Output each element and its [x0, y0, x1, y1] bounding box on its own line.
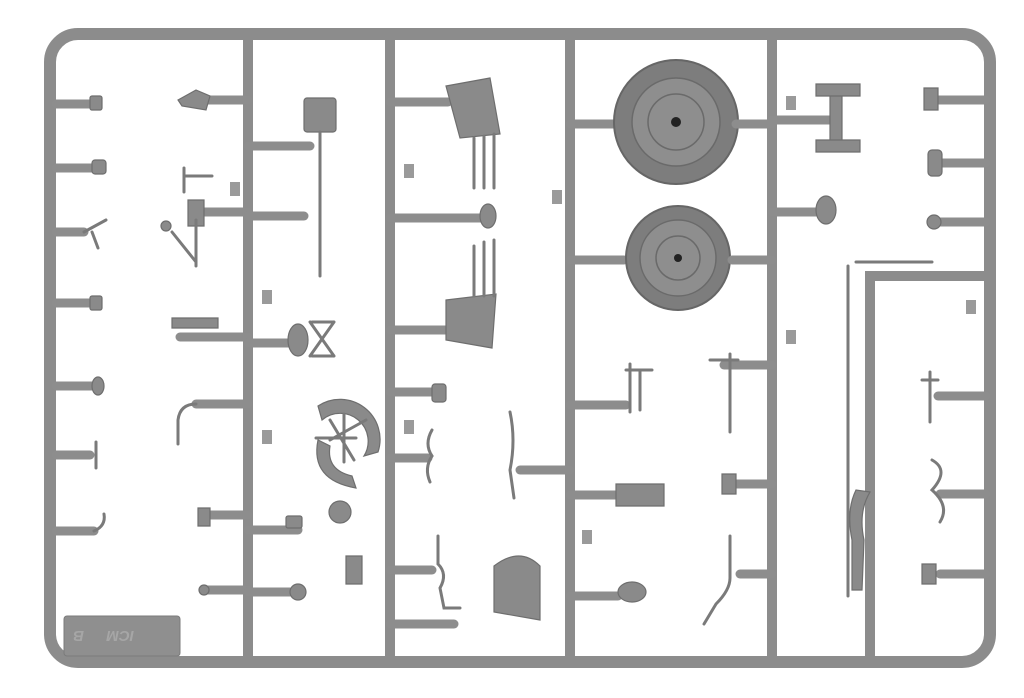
column-3-parts — [345, 77, 516, 629]
brand-logo: ICM — [106, 627, 134, 644]
left-column-parts — [51, 95, 108, 536]
column-4-parts — [493, 59, 777, 626]
logo-tab — [63, 615, 181, 657]
column-5-parts — [767, 83, 991, 598]
column-1-parts: ICM B — [63, 89, 253, 657]
gate-tabs — [230, 96, 976, 544]
runner-5 — [865, 271, 990, 665]
column-2-parts — [243, 97, 381, 601]
sprue-frame — [44, 28, 996, 668]
sprue-letter: B — [73, 627, 84, 644]
